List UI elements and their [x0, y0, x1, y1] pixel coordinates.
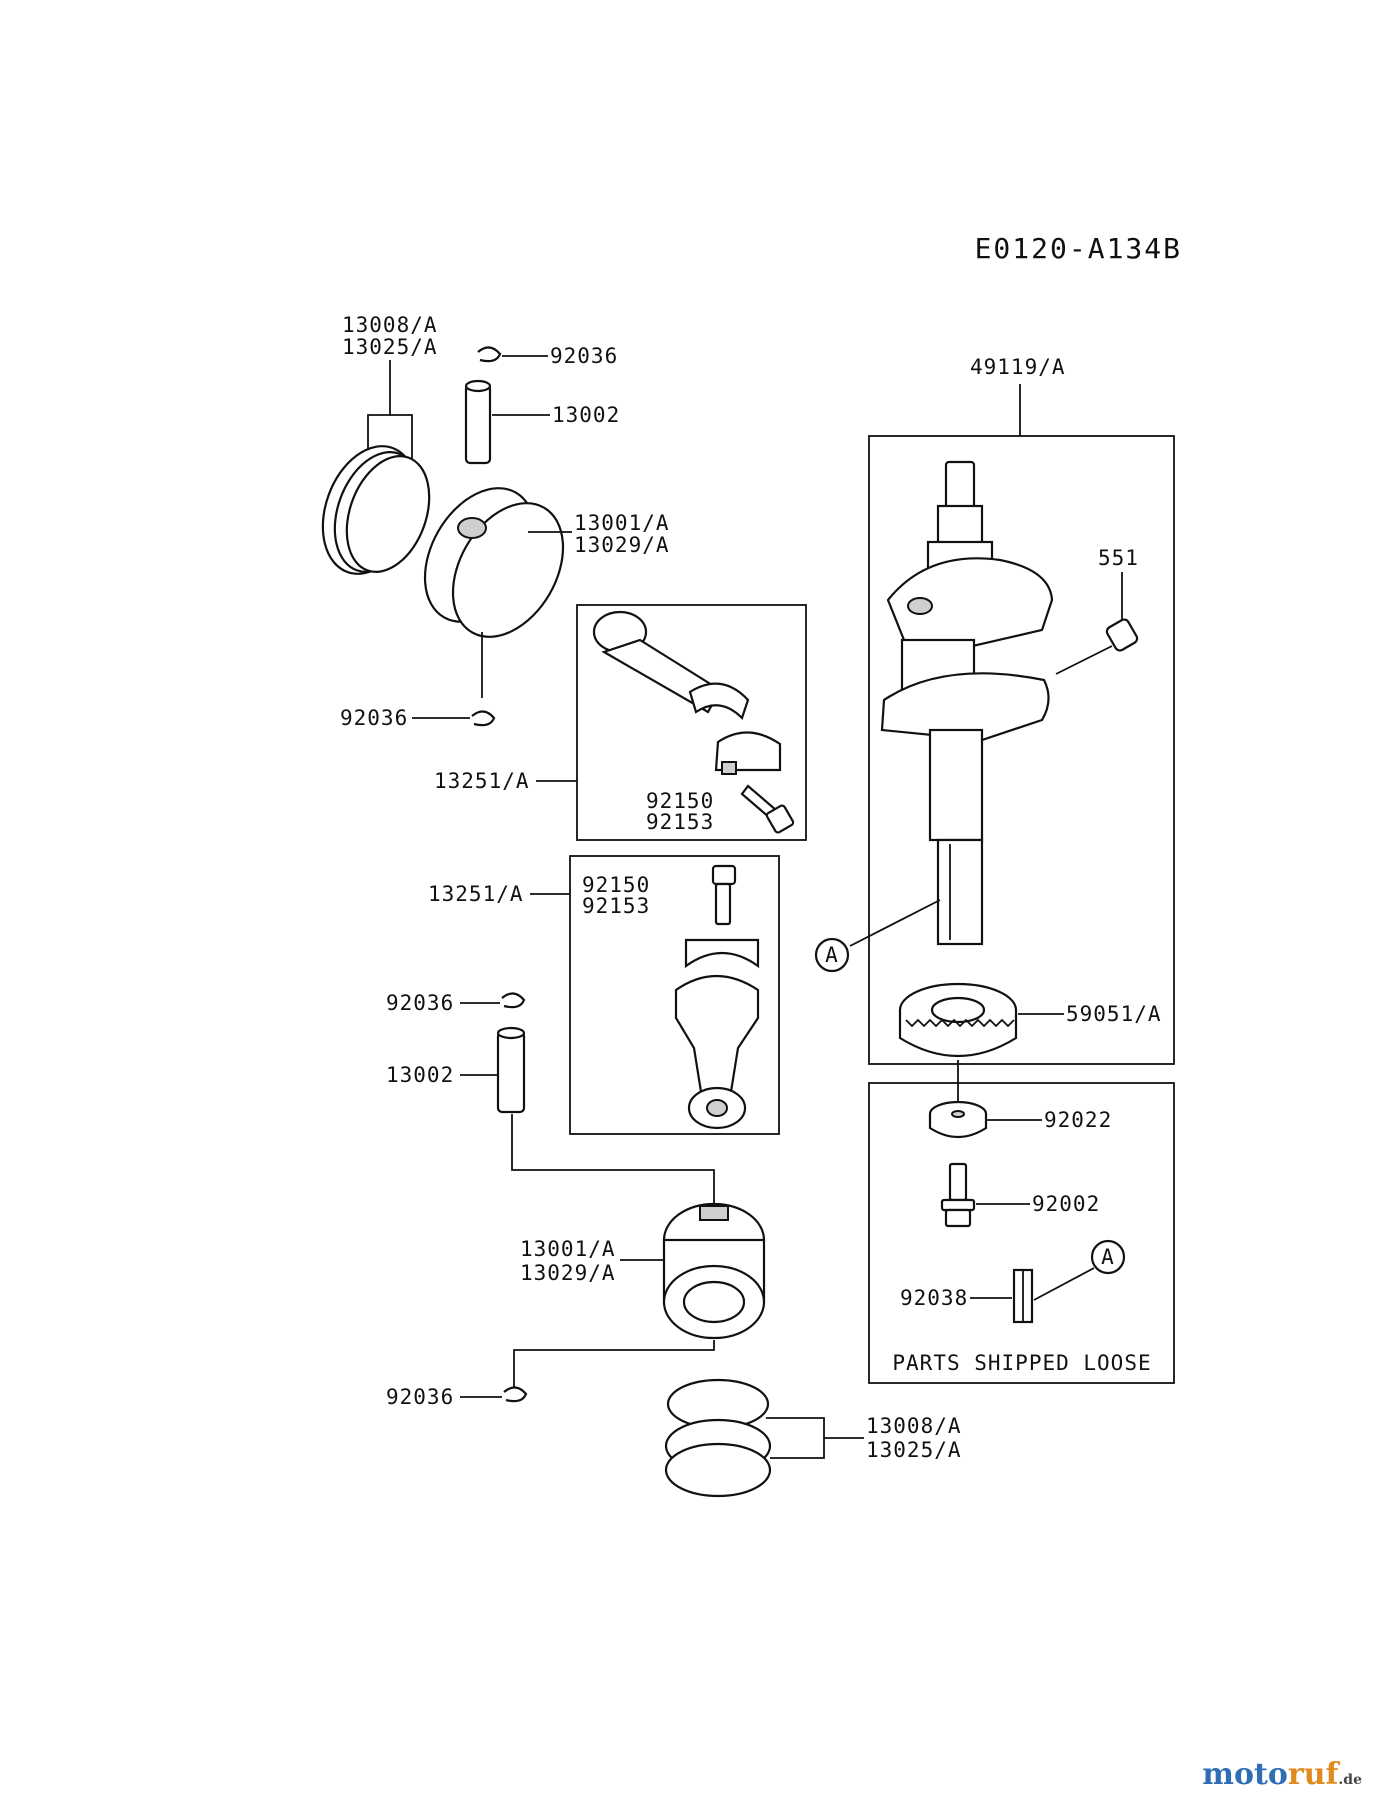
crank-gear	[898, 982, 1018, 1058]
label-rings-bottom-2: 13025/A	[866, 1438, 962, 1462]
label-bolt-mid-2: 92153	[582, 894, 650, 918]
label-clip-bottom: 92036	[386, 1385, 454, 1409]
watermark-part-1: moto	[1202, 1757, 1288, 1792]
label-bolt: 92002	[1032, 1192, 1100, 1216]
rod-box-bottom	[569, 855, 780, 1135]
dowel-pin	[1105, 618, 1139, 652]
piston-rings-top	[321, 445, 431, 575]
piston-pin-low	[496, 1026, 526, 1114]
woodruff-key	[1012, 1268, 1034, 1324]
washer	[928, 1100, 988, 1139]
label-ref-a-2: A	[1101, 1245, 1115, 1269]
crankshaft	[880, 460, 1054, 946]
label-piston-top-1: 13001/A	[574, 511, 670, 535]
label-piston-low-2: 13029/A	[520, 1261, 616, 1285]
diagram-code: E0120-A134B	[975, 232, 1182, 265]
label-bolt-top-2: 92153	[646, 810, 714, 834]
label-rings-top-2: 13025/A	[342, 335, 438, 359]
parts-shipped-loose-box	[868, 1082, 1175, 1384]
rod-box-top	[576, 604, 807, 841]
label-washer: 92022	[1044, 1108, 1112, 1132]
connecting-rod-top	[592, 610, 782, 775]
label-rings-bottom-1: 13008/A	[866, 1414, 962, 1438]
label-piston-top-2: 13029/A	[574, 533, 670, 557]
rod-bolt-top	[740, 784, 795, 834]
label-rod-bottom: 13251/A	[428, 882, 524, 906]
piston-low	[662, 1202, 766, 1340]
connecting-rod-bottom	[674, 938, 760, 1130]
watermark-logo: motoruf.de	[1202, 1757, 1362, 1792]
label-crankshaft: 49119/A	[970, 355, 1066, 379]
label-piston-low-1: 13001/A	[520, 1237, 616, 1261]
label-ref-a-1: A	[825, 943, 839, 967]
crankshaft-box	[868, 435, 1175, 1065]
circlip-top	[477, 346, 502, 363]
piston-pin-top	[464, 379, 492, 465]
label-parts-shipped-loose: PARTS SHIPPED LOOSE	[892, 1351, 1151, 1375]
label-clip-low: 92036	[386, 991, 454, 1015]
label-pin-top: 13002	[552, 403, 620, 427]
label-key: 92038	[900, 1286, 968, 1310]
circlip-bottom	[503, 1386, 528, 1403]
label-clip-mid: 92036	[340, 706, 408, 730]
watermark-part-2: ruf	[1287, 1757, 1339, 1792]
label-rod-top: 13251/A	[434, 769, 530, 793]
leader-rings-top	[367, 360, 391, 455]
label-bolt-mid-1: 92150	[582, 873, 650, 897]
label-bolt-top-1: 92150	[646, 789, 714, 813]
circlip-mid	[471, 710, 496, 727]
reference-circle-a-2	[1090, 1239, 1126, 1275]
label-gear: 59051/A	[1066, 1002, 1162, 1026]
label-rings-top-1: 13008/A	[342, 313, 438, 337]
piston-top	[423, 487, 565, 638]
label-dowel: 551	[1098, 546, 1139, 570]
flange-bolt	[940, 1162, 976, 1228]
label-pin-low: 13002	[386, 1063, 454, 1087]
label-clip-top: 92036	[550, 344, 618, 368]
watermark-part-3: .de	[1338, 1772, 1362, 1788]
piston-rings-bottom	[664, 1378, 772, 1498]
circlip-low	[501, 992, 526, 1009]
reference-circle-a-1	[814, 937, 850, 973]
rod-bolt-mid	[711, 864, 737, 926]
